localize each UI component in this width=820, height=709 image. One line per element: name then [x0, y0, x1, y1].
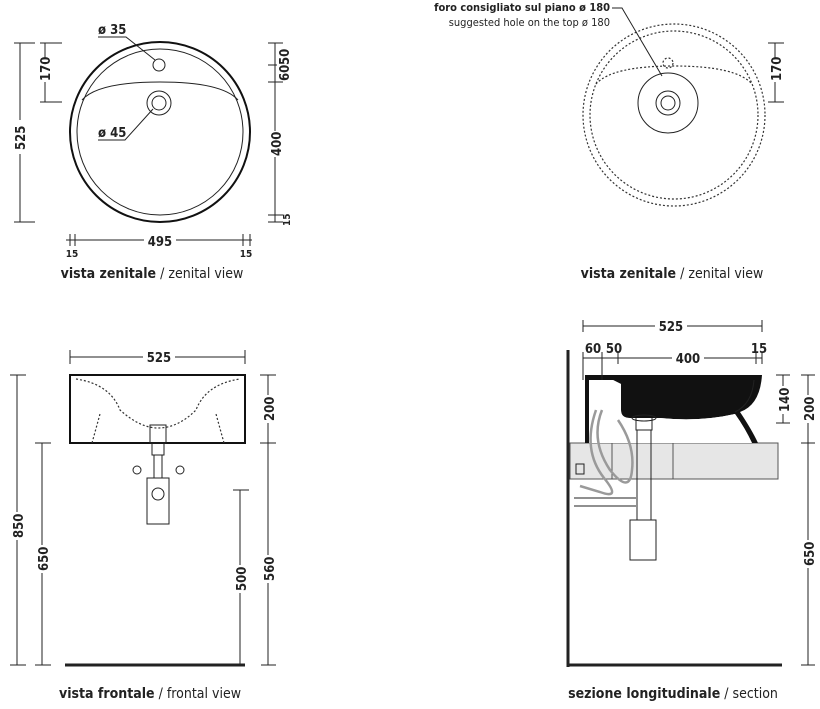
dim-50: 50 [278, 49, 293, 65]
dim-525: 525 [14, 126, 29, 150]
label-d35: ø 35 [98, 23, 126, 38]
section-dim-15: 15 [751, 342, 767, 357]
front-dim-200: 200 [263, 397, 278, 421]
front-dim-850: 850 [12, 514, 27, 538]
front-dim-560: 560 [263, 557, 278, 581]
section-dim-140: 140 [778, 388, 793, 412]
caption-section: sezione longitudinale / section [568, 686, 778, 702]
section-dim-650: 650 [803, 542, 818, 566]
section-dim-200: 200 [803, 397, 818, 421]
caption-bold: vista zenitale [60, 266, 157, 282]
suggested-hole [637, 72, 699, 134]
section-view [566, 320, 815, 667]
caption-light: zenital view [688, 266, 764, 282]
dim-170: 170 [39, 57, 54, 81]
section-dim-525: 525 [659, 320, 683, 335]
caption-sep: / [720, 686, 733, 702]
drain-hole [151, 95, 167, 111]
top-view-dotted [582, 7, 784, 207]
section-dim-400: 400 [676, 352, 700, 367]
note-english: suggested hole on the top ø 180 [448, 16, 610, 29]
front-view [10, 350, 276, 667]
caption-frontal: vista frontale / frontal view [59, 686, 241, 702]
caption-light: frontal view [166, 686, 242, 702]
countertop [569, 442, 779, 480]
section-dim-50: 50 [606, 342, 622, 357]
dim-15-right-bottom: 15 [240, 249, 253, 260]
drain-outer [146, 90, 172, 116]
caption-zenital-right: vista zenitale / zenital view [581, 266, 764, 282]
label-d45: ø 45 [98, 126, 126, 141]
caption-sep: / [154, 686, 167, 702]
note-italian: foro consigliato sul piano ø 180 [434, 1, 610, 14]
top-view-basin [14, 36, 283, 246]
caption-bold: vista frontale [58, 686, 155, 702]
section-dim-60: 60 [585, 342, 601, 357]
caption-sep: / [156, 266, 169, 282]
caption-light: zenital view [168, 266, 244, 282]
caption-bold: sezione longitudinale [568, 686, 721, 702]
dim-60: 60 [278, 65, 293, 81]
caption-light: section [732, 686, 778, 702]
front-dim-500: 500 [235, 567, 250, 591]
dim-15-left: 15 [66, 249, 79, 260]
caption-bold: vista zenitale [580, 266, 677, 282]
caption-zenital-left: vista zenitale / zenital view [61, 266, 244, 282]
dim-170-right: 170 [770, 57, 785, 81]
dim-400: 400 [270, 132, 285, 156]
dim-15-right: 15 [282, 213, 293, 226]
suggested-hole-note: foro consigliato sul piano ø 180 suggest… [434, 0, 610, 30]
dim-495: 495 [148, 235, 172, 250]
front-dim-525: 525 [147, 351, 171, 366]
front-dim-650: 650 [37, 547, 52, 571]
caption-sep: / [676, 266, 689, 282]
tap-hole [152, 58, 166, 72]
